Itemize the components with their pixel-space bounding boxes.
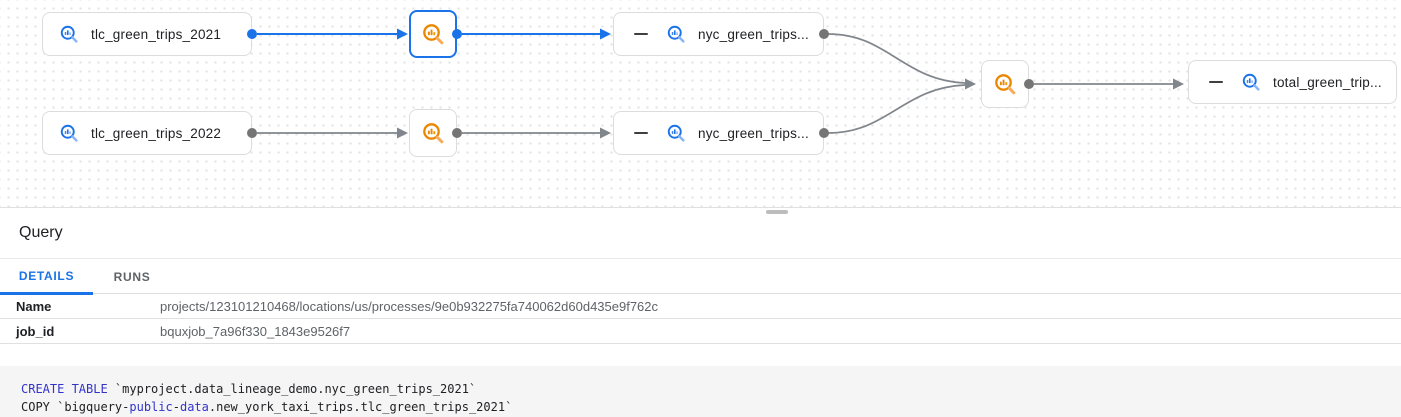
panel-resize-handle[interactable] <box>766 210 788 214</box>
query-details-panel: Query DETAILS RUNS Name projects/1231012… <box>0 208 1401 417</box>
table-row: job_id bquxjob_7a96f330_1843e9526f7 <box>0 319 1401 344</box>
collapse-icon[interactable] <box>634 132 648 134</box>
table-row: Name projects/123101210468/locations/us/… <box>0 294 1401 319</box>
panel-title: Query <box>19 224 63 241</box>
bigquery-table-icon <box>666 123 686 143</box>
row-key: Name <box>16 298 52 314</box>
collapse-icon[interactable] <box>634 33 648 35</box>
code-token: public <box>129 400 173 414</box>
node-label: tlc_green_trips_2022 <box>91 125 222 141</box>
code-token: COPY `bigquery- <box>21 400 130 414</box>
sql-code-block: CREATE TABLE `myproject.data_lineage_dem… <box>0 366 1401 417</box>
row-value: bquxjob_7a96f330_1843e9526f7 <box>160 323 351 339</box>
code-token: .new_york_taxi_trips.tlc_green_trips_202… <box>208 400 513 414</box>
code-token: data <box>179 400 209 414</box>
bigquery-table-icon <box>666 24 686 44</box>
code-token: - <box>172 400 180 414</box>
row-value: projects/123101210468/locations/us/proce… <box>160 298 659 314</box>
code-token: `myproject.data_lineage_demo.nyc_green_t… <box>107 382 477 396</box>
node-table-nyc-green-trips-2022[interactable]: nyc_green_trips... <box>613 111 824 155</box>
arrowhead-icon <box>600 28 611 40</box>
code-token: CREATE TABLE <box>21 382 108 396</box>
node-process-2022[interactable] <box>409 109 457 157</box>
bigquery-table-icon <box>59 24 79 44</box>
arrowhead-icon <box>397 127 408 139</box>
bigquery-table-icon <box>1241 72 1261 92</box>
node-label: nyc_green_trips... <box>698 26 809 42</box>
edge-curve <box>827 33 966 84</box>
tab-details[interactable]: DETAILS <box>0 259 93 295</box>
panel-tabs: DETAILS RUNS <box>0 258 1401 295</box>
details-table: Name projects/123101210468/locations/us/… <box>0 294 1401 344</box>
arrowhead-icon <box>965 78 976 90</box>
node-process-merge[interactable] <box>981 60 1029 108</box>
node-table-nyc-green-trips-2021[interactable]: nyc_green_trips... <box>613 12 824 56</box>
query-process-icon <box>421 121 445 145</box>
row-key: job_id <box>16 323 55 339</box>
edge-curve <box>827 84 966 134</box>
bigquery-table-icon <box>59 123 79 143</box>
arrowhead-icon <box>600 127 611 139</box>
lineage-graph-canvas[interactable]: tlc_green_trips_2021 nyc_green_trips... … <box>0 0 1401 208</box>
node-label: tlc_green_trips_2021 <box>91 26 222 42</box>
query-process-icon <box>421 22 445 46</box>
node-label: total_green_trip... <box>1273 74 1382 90</box>
query-process-icon <box>993 72 1017 96</box>
arrowhead-icon <box>397 28 408 40</box>
node-process-selected[interactable] <box>409 10 457 58</box>
node-table-total-green-trips[interactable]: total_green_trip... <box>1188 60 1397 104</box>
arrowhead-icon <box>1173 78 1184 90</box>
node-table-tlc-green-trips-2021[interactable]: tlc_green_trips_2021 <box>42 12 252 56</box>
collapse-icon[interactable] <box>1209 81 1223 83</box>
tab-runs[interactable]: RUNS <box>113 270 151 284</box>
node-table-tlc-green-trips-2022[interactable]: tlc_green_trips_2022 <box>42 111 252 155</box>
node-label: nyc_green_trips... <box>698 125 809 141</box>
